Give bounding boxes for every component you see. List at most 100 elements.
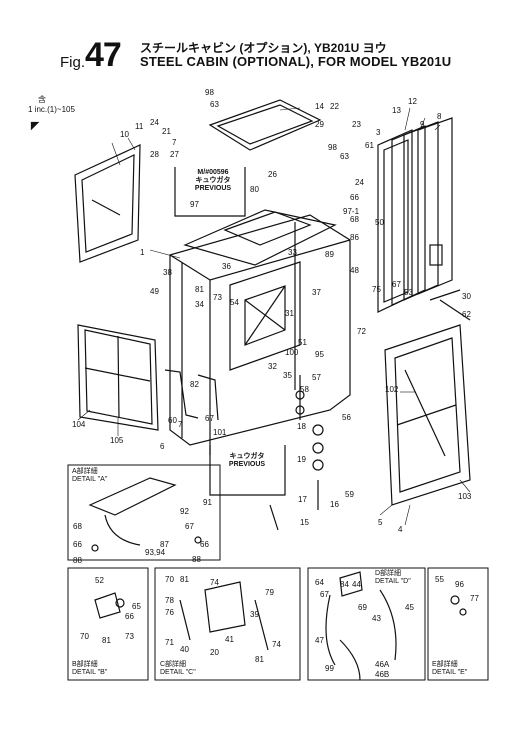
callout: 74 [272, 640, 281, 649]
detail-d-caption: D部詳細 DETAIL "D" [375, 570, 411, 586]
callout: 74 [210, 578, 219, 587]
callout: 24 [355, 178, 364, 187]
detail-a-caption: A部詳細 DETAIL "A" [72, 468, 107, 484]
detail-a-en: DETAIL "A" [72, 476, 108, 483]
callout: 60 [168, 416, 177, 425]
callout: 100 [285, 348, 299, 357]
figure-number: 47 [85, 36, 122, 74]
previous-kana: キュウガタ [229, 453, 265, 460]
callout: 69 [358, 603, 367, 612]
callout: 66 [350, 193, 359, 202]
callout: 28 [150, 150, 159, 159]
callout: 35 [283, 371, 292, 380]
callout: 87 [160, 540, 169, 549]
title-english: STEEL CABIN (OPTIONAL), FOR MODEL YB201U [140, 54, 452, 69]
callout: 17 [298, 495, 307, 504]
callout: 67 [205, 414, 214, 423]
callout: 13 [392, 106, 401, 115]
callout: 88 [73, 556, 82, 565]
previous-note-bracket-bottom [209, 445, 286, 496]
callout: 66 [125, 612, 134, 621]
callout: 75 [372, 285, 381, 294]
callout: 95 [315, 350, 324, 359]
door-right [384, 324, 471, 506]
callout: 63 [340, 152, 349, 161]
callout: 73 [213, 293, 222, 302]
callout: 54 [230, 298, 239, 307]
callout: 70 [165, 575, 174, 584]
callout: 72 [357, 327, 366, 336]
callout: 79 [265, 588, 274, 597]
callout: 20 [210, 648, 219, 657]
callout: 71 [165, 638, 174, 647]
figure-prefix: Fig. [60, 54, 86, 71]
callout: 29 [315, 120, 324, 129]
callout: 73 [125, 632, 134, 641]
callout: 56 [342, 413, 351, 422]
detail-e-caption: E部詳細 DETAIL "E" [432, 661, 467, 677]
callout: 77 [470, 594, 479, 603]
callout: 8 [437, 112, 442, 121]
callout: 16 [330, 500, 339, 509]
callout: 6 [160, 442, 165, 451]
detail-c-jp: C部詳細 [160, 661, 187, 668]
previous-note-bracket-top [174, 167, 246, 217]
callout: 81 [195, 285, 204, 294]
callout: 7 [172, 138, 177, 147]
detail-d-en: DETAIL "D" [375, 578, 411, 585]
figure-header: Fig. 47 スチールキャビン (オプション), YB201U ヨウ STEE… [60, 36, 500, 74]
callout: 82 [190, 380, 199, 389]
callout: 36 [222, 262, 231, 271]
detail-b-caption: B部詳細 DETAIL "B" [72, 661, 107, 677]
callout: 40 [180, 645, 189, 654]
detail-d-jp: D部詳細 [375, 570, 402, 577]
callout: 81 [102, 636, 111, 645]
detail-e-en: DETAIL "E" [432, 669, 468, 676]
window-panel-rear-3 [403, 121, 439, 301]
callout: 81 [180, 575, 189, 584]
callout: 59 [345, 490, 354, 499]
callout: 98 [328, 143, 337, 152]
callout: 102 [385, 385, 399, 394]
previous-code: M/#00596 [197, 169, 229, 176]
callout: 103 [458, 492, 472, 501]
inclusion-note: 含 1 inc.(1)~105 [28, 95, 75, 115]
callout: 89 [325, 250, 334, 259]
callout: 78 [165, 596, 174, 605]
callout: 37 [312, 288, 321, 297]
callout: 58 [300, 385, 309, 394]
callout: 11 [135, 122, 144, 131]
callout: 46B [375, 670, 390, 679]
callout: 7 [178, 420, 183, 429]
callout: 96 [455, 580, 464, 589]
title-japanese: スチールキャビン (オプション), YB201U ヨウ [140, 41, 387, 55]
callout: 92 [180, 507, 189, 516]
callout: 55 [435, 575, 444, 584]
door-panel-left [74, 144, 141, 263]
callout: 19 [297, 455, 306, 464]
callout: 105 [110, 436, 124, 445]
callout: 66 [200, 540, 209, 549]
callout: 81 [255, 655, 264, 664]
callout: 39 [250, 610, 259, 619]
callout: 98 [205, 88, 214, 97]
callout: 70 [80, 632, 89, 641]
previous-note-bottom: キュウガタ PREVIOUS [212, 453, 282, 469]
callout: 62 [462, 310, 471, 319]
callout: 49 [150, 287, 159, 296]
previous-kana: キュウガタ [195, 177, 231, 184]
window-panel-rear-4 [417, 117, 453, 295]
callout: 64 [315, 578, 324, 587]
callout: 63 [210, 100, 219, 109]
callout: 31 [285, 309, 294, 318]
callout: 24 [150, 118, 159, 127]
callout: 34 [195, 300, 204, 309]
cabin-frame [169, 214, 351, 446]
callout: 91 [203, 498, 212, 507]
callout: 26 [268, 170, 277, 179]
callout: 12 [408, 97, 417, 106]
callout: 5 [378, 518, 383, 527]
callout: 9 [420, 120, 425, 129]
callout: 86 [350, 233, 359, 242]
